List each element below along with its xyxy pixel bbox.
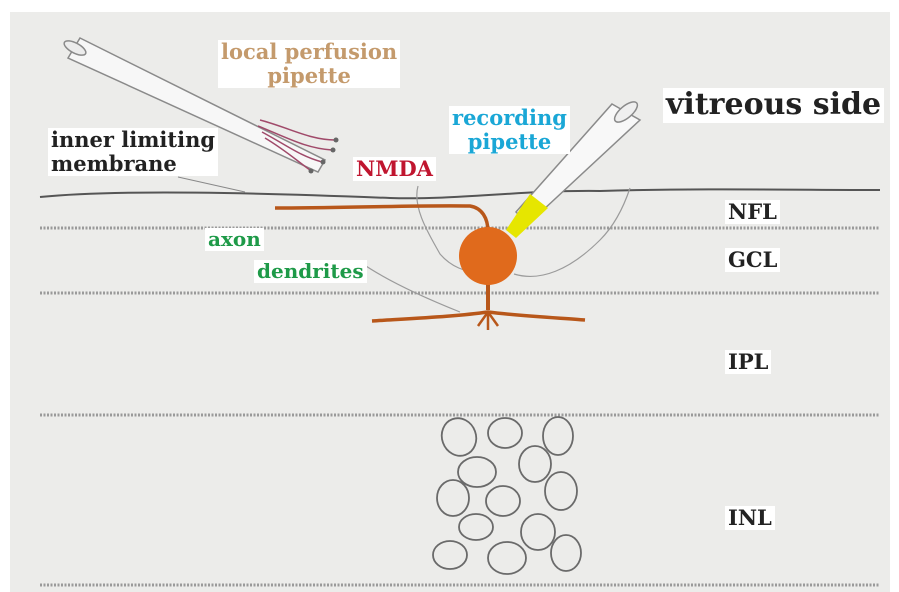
recording-pipette	[506, 101, 642, 238]
perfusion-pipette	[63, 37, 339, 174]
perfusion-streams	[257, 119, 336, 171]
perfusion-label-line-2: pipette	[267, 63, 351, 89]
ilm-label-line-2: membrane	[51, 151, 177, 177]
recording-label-line-1: recording	[452, 105, 567, 130]
nmda-label: NMDA	[353, 156, 436, 182]
inner-limiting-membrane-line	[39, 188, 881, 200]
axon-process	[274, 204, 490, 233]
ganglion-cell	[274, 204, 586, 330]
perfusion-pipette-label: local perfusion pipette	[218, 39, 401, 89]
vitreous-side-label: vitreous side	[663, 87, 885, 123]
ilm-label-line-1: inner limiting	[51, 127, 216, 152]
recording-label-line-2: pipette	[467, 129, 552, 155]
layer-label-inl: INL	[725, 505, 775, 531]
ilm-pointer-line	[177, 176, 246, 193]
perfusion-label-line-1: local perfusion	[221, 39, 398, 64]
laser-beam	[506, 194, 548, 238]
dendrites-label: dendrites	[254, 260, 367, 283]
perfusion-droplets	[308, 137, 339, 174]
layer-boundaries	[40, 226, 880, 587]
axon-label: axon	[205, 228, 264, 251]
cell-body	[459, 227, 517, 285]
layer-label-ipl: IPL	[725, 349, 772, 375]
recording-pipette-label: recording pipette	[449, 105, 570, 155]
inner-limiting-membrane-label: inner limiting membrane	[48, 127, 219, 177]
layer-label-gcl: GCL	[725, 247, 781, 273]
inl-cells	[432, 416, 582, 575]
layer-label-nfl: NFL	[725, 199, 780, 225]
